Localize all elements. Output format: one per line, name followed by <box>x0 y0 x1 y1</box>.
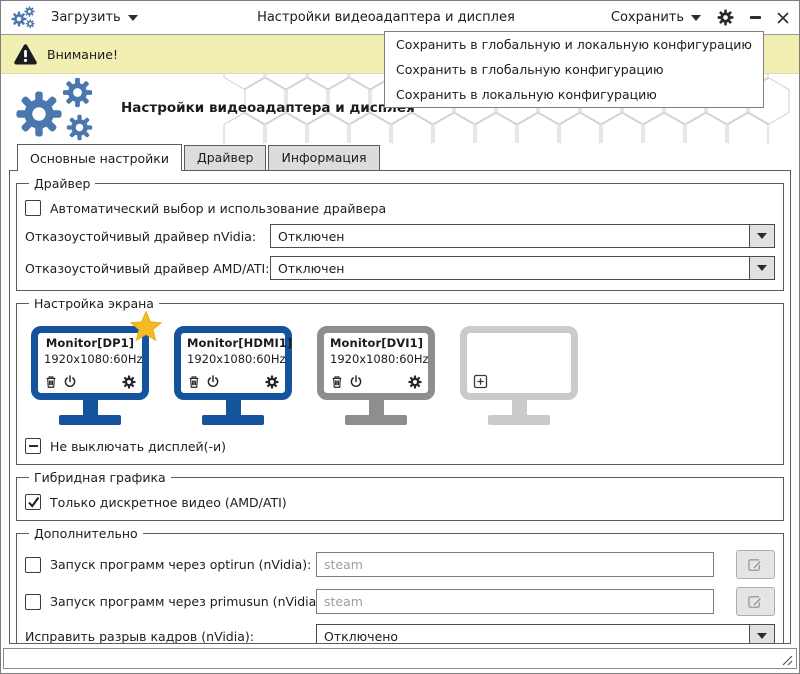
add-monitor-icon[interactable] <box>473 374 488 389</box>
load-button[interactable]: Загрузить <box>51 10 138 25</box>
failsafe-nvidia-label: Отказоустойчивый драйвер nVidia: <box>25 228 257 244</box>
discrete-only-label: Только дискретное видео (AMD/ATI) <box>50 494 287 510</box>
monitor-settings-icon[interactable] <box>122 375 136 389</box>
power-monitor-icon[interactable] <box>63 375 77 389</box>
extra-group: Дополнительно Запуск программ через opti… <box>16 526 784 644</box>
window-title: Настройки видеоадаптера и дисплея <box>257 10 515 25</box>
failsafe-amd-select[interactable]: Отключен <box>270 256 775 280</box>
optirun-command-input[interactable] <box>316 552 714 577</box>
auto-driver-label: Автоматический выбор и использование дра… <box>50 200 387 216</box>
page-title: Настройки видеоадаптера и дисплея <box>121 100 415 116</box>
app-logo-large <box>16 77 93 141</box>
tearing-fix-select[interactable]: Отключено <box>316 624 775 644</box>
power-monitor-icon[interactable] <box>206 375 220 389</box>
settings-gear-button[interactable] <box>717 9 734 26</box>
close-button[interactable] <box>777 12 789 24</box>
edit-pencil-icon <box>747 556 764 573</box>
failsafe-amd-value: Отключен <box>278 260 345 276</box>
primusun-command-input[interactable] <box>316 589 714 614</box>
menu-item-save-global[interactable]: Сохранить в глобальную конфигурацию <box>396 62 664 77</box>
hybrid-group-legend: Гибридная графика <box>34 470 166 485</box>
optirun-label: Запуск программ через optirun (nVidia): <box>50 557 312 572</box>
primusun-label: Запуск программ через primusun (nVidia): <box>50 594 326 609</box>
monitor-mode: 1920x1080:60Hz <box>187 352 286 366</box>
monitor-tile-add-slot[interactable] <box>460 326 578 425</box>
minimize-button[interactable] <box>750 16 761 19</box>
keep-displays-on-label: Не выключать дисплей(-и) <box>50 438 227 454</box>
edit-pencil-icon <box>747 593 764 610</box>
driver-group-legend: Драйвер <box>34 176 91 191</box>
tab-info[interactable]: Информация <box>268 145 380 170</box>
power-monitor-icon[interactable] <box>349 375 363 389</box>
toolbar: Загрузить Настройки видеоадаптера и дисп… <box>1 1 799 35</box>
delete-monitor-icon[interactable] <box>187 375 201 389</box>
optirun-checkbox[interactable] <box>25 556 41 573</box>
primusun-checkbox[interactable] <box>25 593 41 610</box>
discrete-only-checkbox[interactable] <box>25 494 41 510</box>
chevron-down-icon <box>691 14 701 21</box>
monitor-name: Monitor[HDMI1] <box>187 336 293 350</box>
save-button[interactable]: Сохранить <box>611 10 701 25</box>
monitor-mode: 1920x1080:60Hz <box>330 352 429 366</box>
primusun-edit-button[interactable] <box>736 587 775 616</box>
screen-group-legend: Настройка экрана <box>34 296 154 311</box>
driver-group: Драйвер Автоматический выбор и использов… <box>16 176 784 291</box>
load-button-label: Загрузить <box>51 10 121 25</box>
optirun-edit-button[interactable] <box>736 550 775 579</box>
warning-label: Внимание! <box>47 46 118 62</box>
monitor-settings-icon[interactable] <box>265 375 279 389</box>
failsafe-nvidia-select[interactable]: Отключен <box>270 224 775 248</box>
tearing-fix-value: Отключено <box>324 628 399 644</box>
tab-driver[interactable]: Драйвер <box>183 145 267 170</box>
monitor-tile-dp1[interactable]: Monitor[DP1] 1920x1080:60Hz <box>31 326 149 425</box>
hybrid-group: Гибридная графика Только дискретное виде… <box>16 470 784 521</box>
screen-group: Настройка экрана Monitor[DP1] 1920x1080:… <box>16 296 784 465</box>
warning-triangle-icon <box>13 43 38 66</box>
dropdown-arrow-button[interactable] <box>749 625 774 643</box>
failsafe-nvidia-value: Отключен <box>278 228 345 244</box>
save-dropdown-menu: Сохранить в глобальную и локальную конфи… <box>384 31 764 108</box>
monitor-list: Monitor[DP1] 1920x1080:60Hz <box>25 312 775 425</box>
status-bar <box>3 648 797 669</box>
monitor-settings-icon[interactable] <box>408 375 422 389</box>
failsafe-amd-label: Отказоустойчивый драйвер AMD/ATI: <box>25 260 270 276</box>
menu-item-save-local[interactable]: Сохранить в локальную конфигурацию <box>396 87 657 102</box>
chevron-down-icon <box>127 14 138 21</box>
monitor-tile-dvi1[interactable]: Monitor[DVI1] 1920x1080:60Hz <box>317 326 435 425</box>
dropdown-arrow-button[interactable] <box>749 257 774 279</box>
monitor-name: Monitor[DVI1] <box>330 336 424 350</box>
save-button-label: Сохранить <box>610 10 684 25</box>
monitor-name: Monitor[DP1] <box>45 336 135 350</box>
tab-main-settings[interactable]: Основные настройки <box>17 144 182 171</box>
monitor-mode: 1920x1080:60Hz <box>44 352 143 366</box>
dropdown-arrow-button[interactable] <box>749 225 774 247</box>
auto-driver-checkbox[interactable] <box>25 200 41 216</box>
delete-monitor-icon[interactable] <box>44 375 58 389</box>
tab-bar: Основные настройки Драйвер Информация <box>1 143 799 171</box>
extra-group-legend: Дополнительно <box>34 526 138 541</box>
tearing-fix-label: Исправить разрыв кадров (nVidia): <box>25 628 254 644</box>
checkmark-icon <box>27 496 40 509</box>
menu-item-save-global-and-local[interactable]: Сохранить в глобальную и локальную конфи… <box>396 37 752 52</box>
delete-monitor-icon[interactable] <box>330 375 344 389</box>
keep-displays-on-checkbox[interactable] <box>25 438 41 454</box>
monitor-tile-hdmi1[interactable]: Monitor[HDMI1] 1920x1080:60Hz <box>174 326 292 425</box>
primary-star-icon <box>128 310 164 345</box>
resize-grip[interactable] <box>779 652 793 666</box>
tab-content-panel: Драйвер Автоматический выбор и использов… <box>9 170 791 644</box>
app-logo-icon <box>11 5 35 28</box>
